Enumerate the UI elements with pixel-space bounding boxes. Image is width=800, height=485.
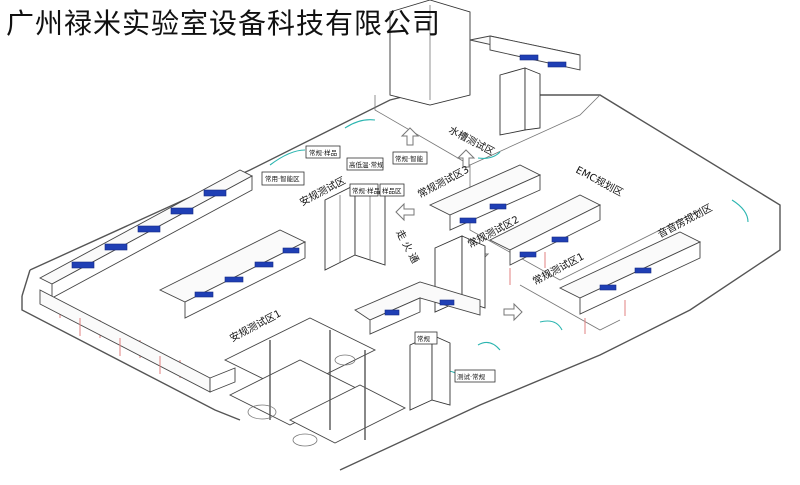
office-cubicles [223, 317, 406, 447]
outer-wall-left-inner [21, 269, 31, 297]
door-5 [539, 320, 563, 331]
direction-arrows [395, 127, 523, 322]
arrow-right-1 [503, 302, 523, 322]
area-signs: 常用·智能区 常规·样品 高低温·常规 常规·智能 样品区 常规·样品 测试·常… [261, 145, 496, 383]
bottom-wall-bench [39, 289, 236, 393]
outer-wall-bottom [21, 296, 241, 421]
outer-wall-right [339, 94, 781, 471]
door-2 [344, 119, 376, 129]
door-6 [477, 341, 501, 351]
arrow-up-1 [400, 127, 420, 146]
door-1 [269, 149, 306, 166]
sign-7: 测试·常规 [457, 372, 486, 381]
l-shaped-bench [354, 281, 481, 335]
sign-8: 常规 [417, 334, 431, 343]
inner-wall-3 [519, 284, 621, 331]
sign-6: 常规·样品 [352, 186, 380, 195]
page-title: 广州禄米实验室设备科技有限公司 [6, 7, 442, 40]
left-wall-bench [39, 169, 253, 378]
sign-3: 高低温·常规 [349, 160, 384, 169]
arrow-up-2 [456, 149, 476, 168]
zone-water-test: 水槽测试区 [447, 123, 497, 158]
sign-5: 样品区 [382, 186, 402, 195]
safety-island-bench [158, 229, 307, 319]
zone-corridor: 走 火 通 [393, 228, 421, 266]
door-4 [731, 199, 749, 223]
sign-4: 常规·智能 [395, 154, 424, 163]
regular-test-benches [428, 164, 602, 285]
sign-2: 常规·样品 [309, 148, 337, 157]
regular-test-1-bench [558, 231, 702, 334]
sign-1: 常用·智能区 [265, 174, 300, 183]
door-3 [477, 151, 501, 159]
zone-emc-plan: EMC规划区 [574, 163, 626, 199]
center-cabinets [324, 184, 486, 411]
arrow-left-1 [395, 202, 415, 222]
outer-wall-left [29, 94, 411, 271]
water-test-area-equipment [389, 0, 581, 136]
